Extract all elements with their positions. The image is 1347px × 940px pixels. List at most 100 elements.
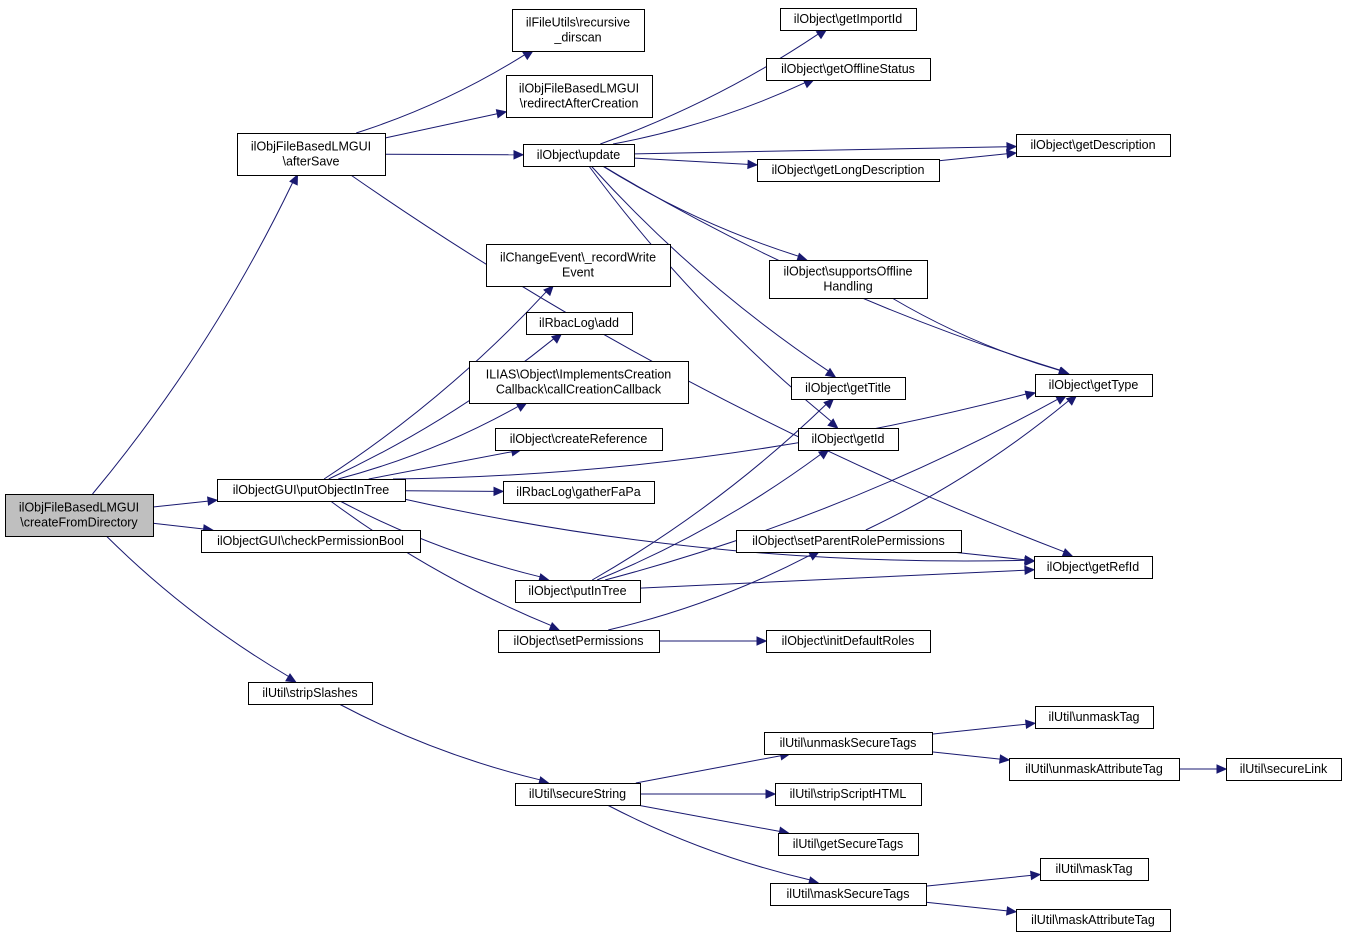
node-box — [764, 732, 933, 755]
node-getSecureTags[interactable]: ilUtil\getSecureTags — [778, 833, 919, 856]
arrowhead-icon — [1025, 719, 1037, 730]
node-box — [1009, 758, 1180, 781]
arrowhead-icon — [1006, 141, 1018, 152]
arrowhead-icon — [824, 367, 837, 378]
node-maskTag[interactable]: ilUtil\maskTag — [1040, 858, 1149, 881]
node-putInTree[interactable]: ilObject\putInTree — [515, 580, 641, 603]
node-maskAttributeTag[interactable]: ilUtil\maskAttributeTag — [1016, 909, 1171, 932]
arrowhead-icon — [1065, 395, 1078, 406]
node-unmaskTag[interactable]: ilUtil\unmaskTag — [1035, 706, 1154, 729]
edge-unmaskAttributeTag-to-secureLink — [1178, 764, 1228, 774]
node-box — [5, 494, 154, 537]
node-secureLink[interactable]: ilUtil\secureLink — [1226, 758, 1342, 781]
node-stripScriptHTML[interactable]: ilUtil\stripScriptHTML — [775, 783, 922, 806]
node-afterSave[interactable]: ilObjFileBasedLMGUI\afterSave — [237, 133, 386, 176]
node-callCreation[interactable]: ILIAS\Object\ImplementsCreationCallback\… — [469, 361, 689, 404]
edge-line — [612, 82, 806, 145]
node-getRefId[interactable]: ilObject\getRefId — [1034, 556, 1153, 579]
edge-root-to-putObjectInTree — [152, 496, 219, 508]
node-label: ilObjectGUI\checkPermissionBool — [217, 534, 404, 548]
arrowhead-icon — [548, 621, 561, 631]
node-checkPermissionBool[interactable]: ilObjectGUI\checkPermissionBool — [201, 530, 421, 553]
edge-stripSlashes-to-secureString — [338, 703, 550, 786]
edge-update-to-getTitle — [590, 165, 837, 378]
arrowhead-icon — [823, 398, 835, 410]
node-stripSlashes[interactable]: ilUtil\stripSlashes — [248, 682, 373, 705]
node-label: ilObjFileBasedLMGUI — [19, 501, 139, 515]
edge-line — [404, 490, 495, 492]
arrowhead-icon — [1030, 870, 1042, 881]
node-maskSecureTags[interactable]: ilUtil\maskSecureTags — [770, 883, 927, 906]
edge-afterSave-to-update — [384, 150, 525, 160]
node-getType[interactable]: ilObject\getType — [1035, 374, 1153, 397]
node-label: ilRbacLog\gatherFaPa — [516, 485, 640, 499]
node-getTitle[interactable]: ilObject\getTitle — [791, 377, 906, 400]
node-label: ilObject\getImportId — [794, 12, 902, 26]
arrowhead-icon — [1006, 149, 1018, 159]
edge-line — [356, 54, 525, 134]
arrowhead-icon — [543, 285, 554, 297]
node-getId[interactable]: ilObject\getId — [798, 428, 899, 451]
node-getDescription[interactable]: ilObject\getDescription — [1016, 134, 1171, 157]
node-unmaskAttributeTag[interactable]: ilUtil\unmaskAttributeTag — [1009, 758, 1180, 781]
node-box — [775, 783, 922, 806]
node-gatherFaPa[interactable]: ilRbacLog\gatherFaPa — [503, 481, 655, 504]
edge-line — [330, 500, 552, 627]
node-getOfflineStatus[interactable]: ilObject\getOfflineStatus — [766, 58, 931, 81]
node-box — [515, 783, 641, 806]
edge-line — [951, 551, 1026, 561]
node-rbacAdd[interactable]: ilRbacLog\add — [526, 312, 633, 335]
node-label: ilUtil\getSecureTags — [793, 837, 903, 851]
node-box — [798, 428, 899, 451]
arrowhead-icon — [765, 789, 777, 799]
node-redirect[interactable]: ilObjFileBasedLMGUI\redirectAfterCreatio… — [506, 75, 653, 118]
node-label: ilObject\setPermissions — [514, 634, 644, 648]
edge-line — [323, 291, 547, 480]
edge-line — [596, 453, 821, 581]
node-box — [512, 9, 645, 52]
edge-update-to-getDescription — [633, 141, 1018, 155]
node-getLongDescription[interactable]: ilObject\getLongDescription — [757, 159, 940, 182]
edge-afterSave-to-redirect — [384, 109, 508, 139]
node-box — [515, 580, 641, 603]
node-setParentRole[interactable]: ilObject\setParentRolePermissions — [736, 530, 962, 553]
edge-line — [152, 500, 209, 508]
node-root[interactable]: ilObjFileBasedLMGUI\createFromDirectory — [5, 494, 154, 537]
edge-line — [392, 393, 1027, 480]
node-getImportId[interactable]: ilObject\getImportId — [780, 8, 917, 31]
edge-line — [338, 703, 541, 781]
edge-maskSecureTags-to-maskAttributeTag — [925, 901, 1018, 916]
node-initDefaultRoles[interactable]: ilObject\initDefaultRoles — [766, 630, 931, 653]
node-box — [486, 244, 671, 287]
node-label: ilObject\getLongDescription — [772, 163, 925, 177]
edge-line — [339, 500, 541, 578]
node-update[interactable]: ilObject\update — [523, 144, 635, 167]
node-recursive[interactable]: ilFileUtils\recursive_dirscan — [512, 9, 645, 52]
node-label: ilFileUtils\recursive — [526, 16, 630, 30]
node-setPermissions[interactable]: ilObject\setPermissions — [498, 630, 660, 653]
edge-maskSecureTags-to-maskTag — [925, 870, 1042, 887]
edge-line — [350, 174, 1065, 553]
node-secureString[interactable]: ilUtil\secureString — [515, 783, 641, 806]
node-putObjectInTree[interactable]: ilObjectGUI\putObjectInTree — [217, 479, 406, 502]
node-box — [217, 479, 406, 502]
node-box — [1226, 758, 1342, 781]
arrowhead-icon — [796, 252, 808, 262]
edge-secureString-to-unmaskSecureTags — [635, 751, 791, 784]
arrowhead-icon — [999, 754, 1011, 764]
node-label: ilObject\getTitle — [805, 381, 891, 395]
node-label: ilUtil\stripScriptHTML — [790, 787, 907, 801]
edge-line — [633, 146, 1008, 155]
edge-putObjectInTree-to-createReference — [368, 447, 523, 480]
node-box — [201, 530, 421, 553]
node-label: _dirscan — [553, 31, 601, 45]
edge-putInTree-to-getRefId — [639, 565, 1036, 589]
edge-putObjectInTree-to-gatherFaPa — [404, 486, 505, 497]
arrowhead-icon — [285, 673, 297, 683]
node-createReference[interactable]: ilObject\createReference — [495, 428, 663, 451]
node-unmaskSecureTags[interactable]: ilUtil\unmaskSecureTags — [764, 732, 933, 755]
node-box — [766, 630, 931, 653]
edge-line — [931, 723, 1027, 735]
